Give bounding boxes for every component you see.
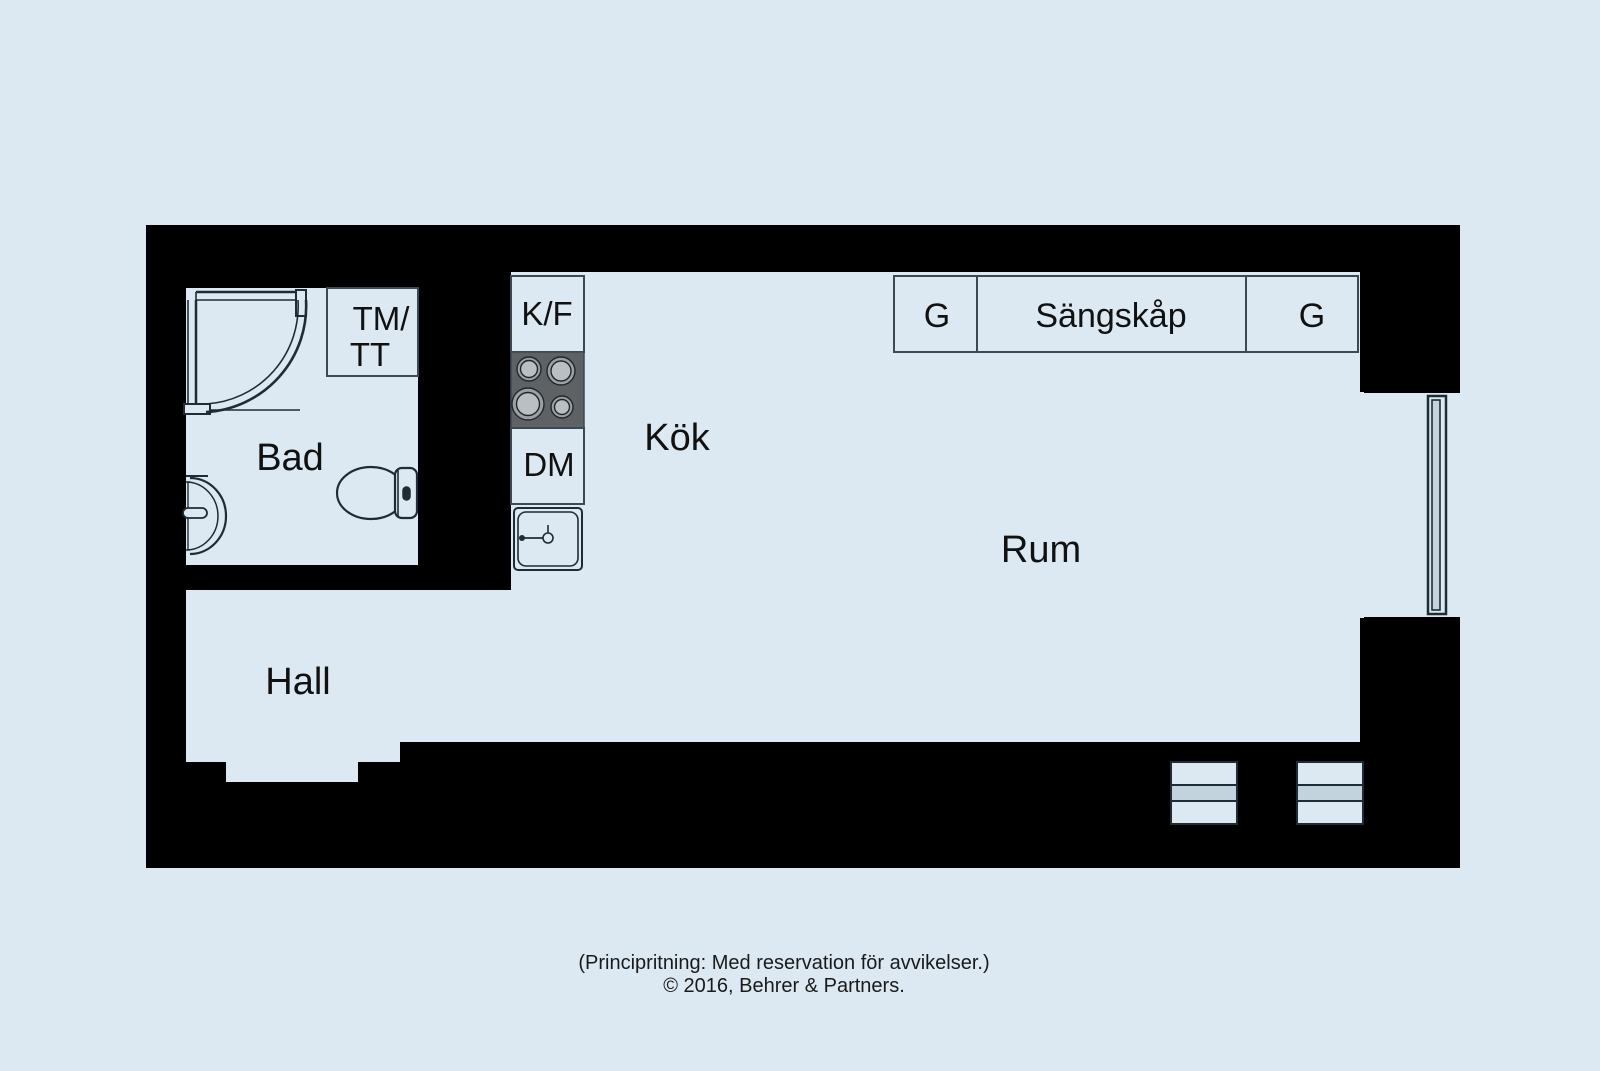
floor-open-plan-top	[515, 276, 1358, 760]
closet-label-g-right: G	[1299, 297, 1325, 335]
window-bottom-left[interactable]	[1170, 761, 1238, 825]
appliance-label-dm: DM	[523, 446, 574, 483]
wall-bad-bottom-left	[186, 565, 252, 590]
room-label-rum: Rum	[1001, 529, 1081, 571]
appliance-label-kf: K/F	[521, 295, 572, 332]
closet-label-sangskap: Sängskåp	[1035, 297, 1186, 335]
wall-bottom-left-step-2	[400, 742, 520, 764]
appliance-tm-tt-box[interactable]	[326, 287, 419, 377]
caption-group: (Principritning: Med reservation för avv…	[578, 952, 989, 997]
washbasin[interactable]	[182, 475, 228, 556]
window-bottom-right[interactable]	[1296, 761, 1364, 825]
wall-bad-right	[418, 272, 511, 572]
room-label-hall: Hall	[265, 661, 330, 703]
closet-g-right-box[interactable]	[1245, 275, 1359, 353]
room-label-kok: Kök	[644, 417, 710, 459]
wall-right-recess-line	[1360, 392, 1364, 618]
kitchen-sink[interactable]	[513, 507, 583, 571]
wall-right-top	[1360, 225, 1460, 393]
kitchen-column	[510, 275, 585, 571]
toilet[interactable]	[335, 465, 419, 521]
closet-g-left-box[interactable]	[893, 275, 978, 353]
floor-hall-connector-top	[420, 592, 515, 742]
appliance-label-tm: TM/	[353, 300, 411, 337]
room-label-bad: Bad	[256, 437, 324, 479]
closet-label-g-left: G	[924, 297, 950, 335]
appliance-dm-box[interactable]	[510, 427, 585, 505]
cooktop-burners	[511, 356, 576, 421]
appliance-label-tt: TT	[350, 336, 390, 373]
wall-bottom-shape	[358, 742, 1460, 868]
balcony-door-right[interactable]	[1426, 394, 1448, 616]
wall-left-notch-2	[146, 288, 170, 320]
closet-row	[893, 275, 1359, 353]
caption-line-2: © 2016, Behrer & Partners.	[663, 975, 905, 997]
caption-line-1: (Principritning: Med reservation för avv…	[578, 952, 989, 974]
wall-kitchen-column	[418, 565, 511, 590]
label-layer: Bad Hall Kök Rum TM/ TT K/F DM G Sängskå…	[256, 295, 1325, 703]
closet-sangskap-box[interactable]	[976, 275, 1247, 353]
entrance-direction-arrow	[246, 796, 330, 864]
wall-bottom-mid	[520, 762, 1020, 790]
floor-hall-top	[188, 592, 418, 780]
shower-enclosure[interactable]	[183, 289, 308, 415]
